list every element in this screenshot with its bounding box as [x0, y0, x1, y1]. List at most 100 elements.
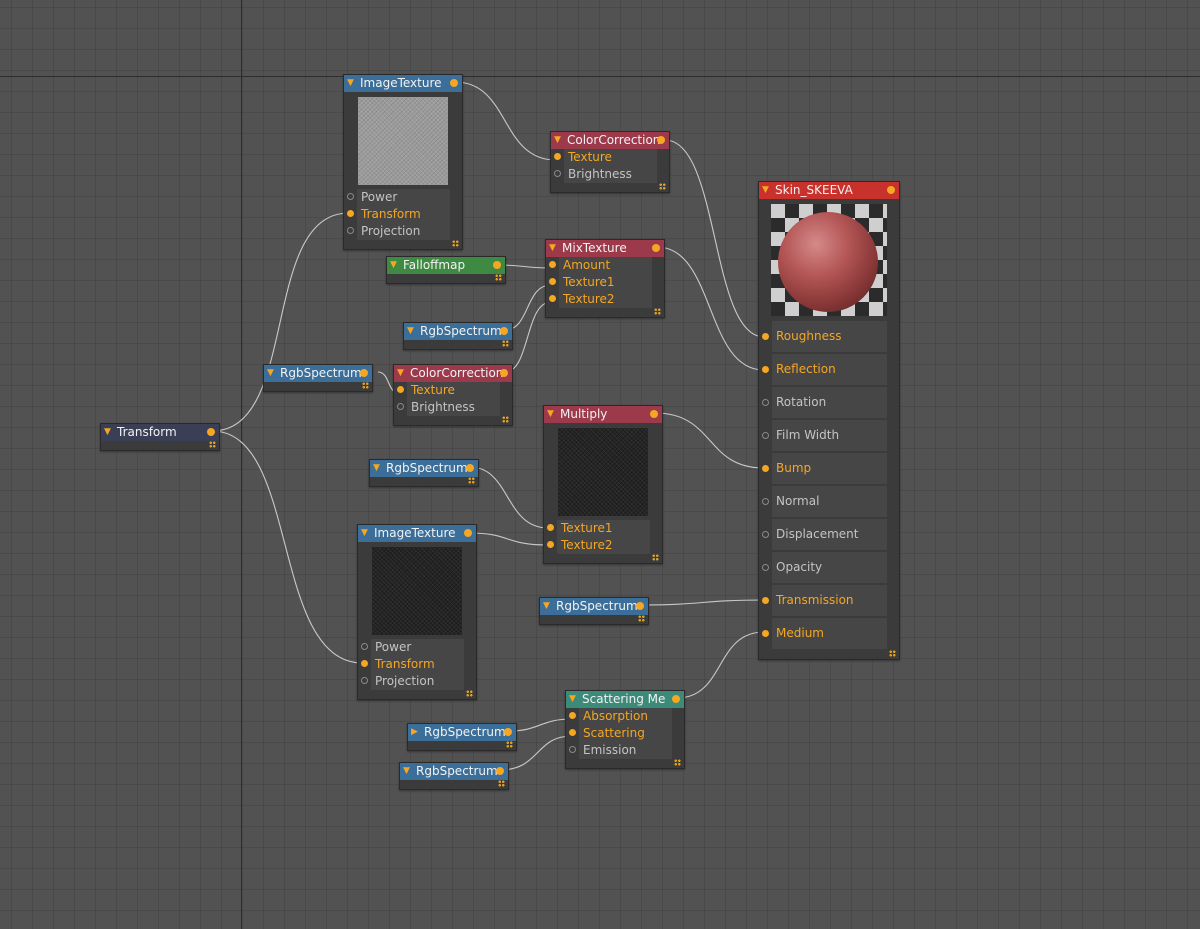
triangle-down-icon[interactable]: ▼ — [549, 243, 556, 253]
triangle-right-icon[interactable]: ▶ — [411, 727, 418, 737]
input-power[interactable]: Power — [344, 189, 462, 206]
node-header[interactable]: ▼ ImageTexture — [344, 75, 462, 92]
node-falloffmap[interactable]: ▼ Falloffmap — [386, 256, 506, 284]
input-bump[interactable]: Bump — [759, 452, 899, 485]
triangle-down-icon[interactable]: ▼ — [407, 326, 414, 336]
input-transform[interactable]: Transform — [358, 656, 476, 673]
output-pin[interactable] — [496, 767, 504, 775]
node-transform[interactable]: ▼ Transform — [100, 423, 220, 451]
node-color-correction-mid[interactable]: ▼ ColorCorrection Texture Brightness — [393, 364, 513, 426]
input-pin[interactable] — [762, 630, 769, 637]
output-pin[interactable] — [450, 79, 458, 87]
triangle-down-icon[interactable]: ▼ — [543, 601, 550, 611]
input-emission[interactable]: Emission — [566, 742, 684, 759]
node-header[interactable]: ▼ Scattering Me — [566, 691, 684, 708]
input-transmission[interactable]: Transmission — [759, 584, 899, 617]
resize-grip-icon[interactable] — [889, 650, 896, 657]
input-brightness[interactable]: Brightness — [394, 399, 512, 416]
input-amount[interactable]: Amount — [546, 257, 664, 274]
resize-grip-icon[interactable] — [659, 183, 666, 190]
input-pin[interactable] — [762, 465, 769, 472]
node-scattering-medium[interactable]: ▼ Scattering Me Absorption Scattering Em… — [565, 690, 685, 769]
resize-grip-icon[interactable] — [498, 780, 505, 787]
node-rgb-spectrum-2[interactable]: ▼ RgbSpectrum — [263, 364, 373, 392]
input-texture1[interactable]: Texture1 — [544, 520, 662, 537]
input-pin[interactable] — [547, 541, 554, 548]
resize-grip-icon[interactable] — [495, 274, 502, 281]
input-pin[interactable] — [762, 432, 769, 439]
output-pin[interactable] — [504, 728, 512, 736]
input-reflection[interactable]: Reflection — [759, 353, 899, 386]
resize-grip-icon[interactable] — [506, 741, 513, 748]
resize-grip-icon[interactable] — [652, 554, 659, 561]
input-pin[interactable] — [569, 712, 576, 719]
output-pin[interactable] — [650, 410, 658, 418]
output-pin[interactable] — [360, 369, 368, 377]
input-pin[interactable] — [549, 295, 556, 302]
node-rgb-spectrum-4[interactable]: ▼ RgbSpectrum — [539, 597, 649, 625]
node-header[interactable]: ▶ RgbSpectrum — [408, 724, 516, 741]
node-header[interactable]: ▼ RgbSpectrum — [400, 763, 508, 780]
triangle-down-icon[interactable]: ▼ — [547, 409, 554, 419]
triangle-down-icon[interactable]: ▼ — [554, 135, 561, 145]
node-skin-material[interactable]: ▼ Skin_SKEEVA Roughness Reflection Rotat… — [758, 181, 900, 660]
output-pin[interactable] — [207, 428, 215, 436]
triangle-down-icon[interactable]: ▼ — [397, 368, 404, 378]
input-brightness[interactable]: Brightness — [551, 166, 669, 183]
node-header[interactable]: ▼ Transform — [101, 424, 219, 441]
node-image-texture-bottom[interactable]: ▼ ImageTexture Power Transform Projectio… — [357, 524, 477, 700]
node-image-texture-top[interactable]: ▼ ImageTexture Power Transform Projectio… — [343, 74, 463, 250]
resize-grip-icon[interactable] — [466, 690, 473, 697]
node-multiply[interactable]: ▼ Multiply Texture1 Texture2 — [543, 405, 663, 564]
input-pin[interactable] — [762, 498, 769, 505]
triangle-down-icon[interactable]: ▼ — [347, 78, 354, 88]
resize-grip-icon[interactable] — [502, 416, 509, 423]
node-rgb-spectrum-5[interactable]: ▶ RgbSpectrum — [407, 723, 517, 751]
input-power[interactable]: Power — [358, 639, 476, 656]
input-pin[interactable] — [569, 746, 576, 753]
output-pin[interactable] — [500, 327, 508, 335]
input-pin[interactable] — [762, 597, 769, 604]
input-texture1[interactable]: Texture1 — [546, 274, 664, 291]
node-header[interactable]: ▼ ImageTexture — [358, 525, 476, 542]
triangle-down-icon[interactable]: ▼ — [373, 463, 380, 473]
node-header[interactable]: ▼ ColorCorrection — [551, 132, 669, 149]
triangle-down-icon[interactable]: ▼ — [104, 427, 111, 437]
resize-grip-icon[interactable] — [638, 615, 645, 622]
input-pin[interactable] — [762, 366, 769, 373]
resize-grip-icon[interactable] — [502, 340, 509, 347]
output-pin[interactable] — [636, 602, 644, 610]
resize-grip-icon[interactable] — [674, 759, 681, 766]
input-pin[interactable] — [554, 153, 561, 160]
input-roughness[interactable]: Roughness — [759, 320, 899, 353]
input-pin[interactable] — [549, 278, 556, 285]
output-pin[interactable] — [500, 369, 508, 377]
resize-grip-icon[interactable] — [209, 441, 216, 448]
output-pin[interactable] — [493, 261, 501, 269]
output-pin[interactable] — [466, 464, 474, 472]
triangle-down-icon[interactable]: ▼ — [403, 766, 410, 776]
resize-grip-icon[interactable] — [654, 308, 661, 315]
input-transform[interactable]: Transform — [344, 206, 462, 223]
output-pin[interactable] — [464, 529, 472, 537]
input-pin[interactable] — [347, 210, 354, 217]
node-rgb-spectrum-3[interactable]: ▼ RgbSpectrum — [369, 459, 479, 487]
input-pin[interactable] — [762, 564, 769, 571]
node-color-correction-top[interactable]: ▼ ColorCorrection Texture Brightness — [550, 131, 670, 193]
input-pin[interactable] — [347, 227, 354, 234]
resize-grip-icon[interactable] — [468, 477, 475, 484]
node-header[interactable]: ▼ Skin_SKEEVA — [759, 182, 899, 199]
input-texture2[interactable]: Texture2 — [546, 291, 664, 308]
input-pin[interactable] — [347, 193, 354, 200]
output-pin[interactable] — [652, 244, 660, 252]
input-pin[interactable] — [762, 531, 769, 538]
input-normal[interactable]: Normal — [759, 485, 899, 518]
resize-grip-icon[interactable] — [362, 382, 369, 389]
output-pin[interactable] — [887, 186, 895, 194]
input-texture[interactable]: Texture — [394, 382, 512, 399]
triangle-down-icon[interactable]: ▼ — [361, 528, 368, 538]
input-displacement[interactable]: Displacement — [759, 518, 899, 551]
input-film-width[interactable]: Film Width — [759, 419, 899, 452]
input-absorption[interactable]: Absorption — [566, 708, 684, 725]
input-texture2[interactable]: Texture2 — [544, 537, 662, 554]
